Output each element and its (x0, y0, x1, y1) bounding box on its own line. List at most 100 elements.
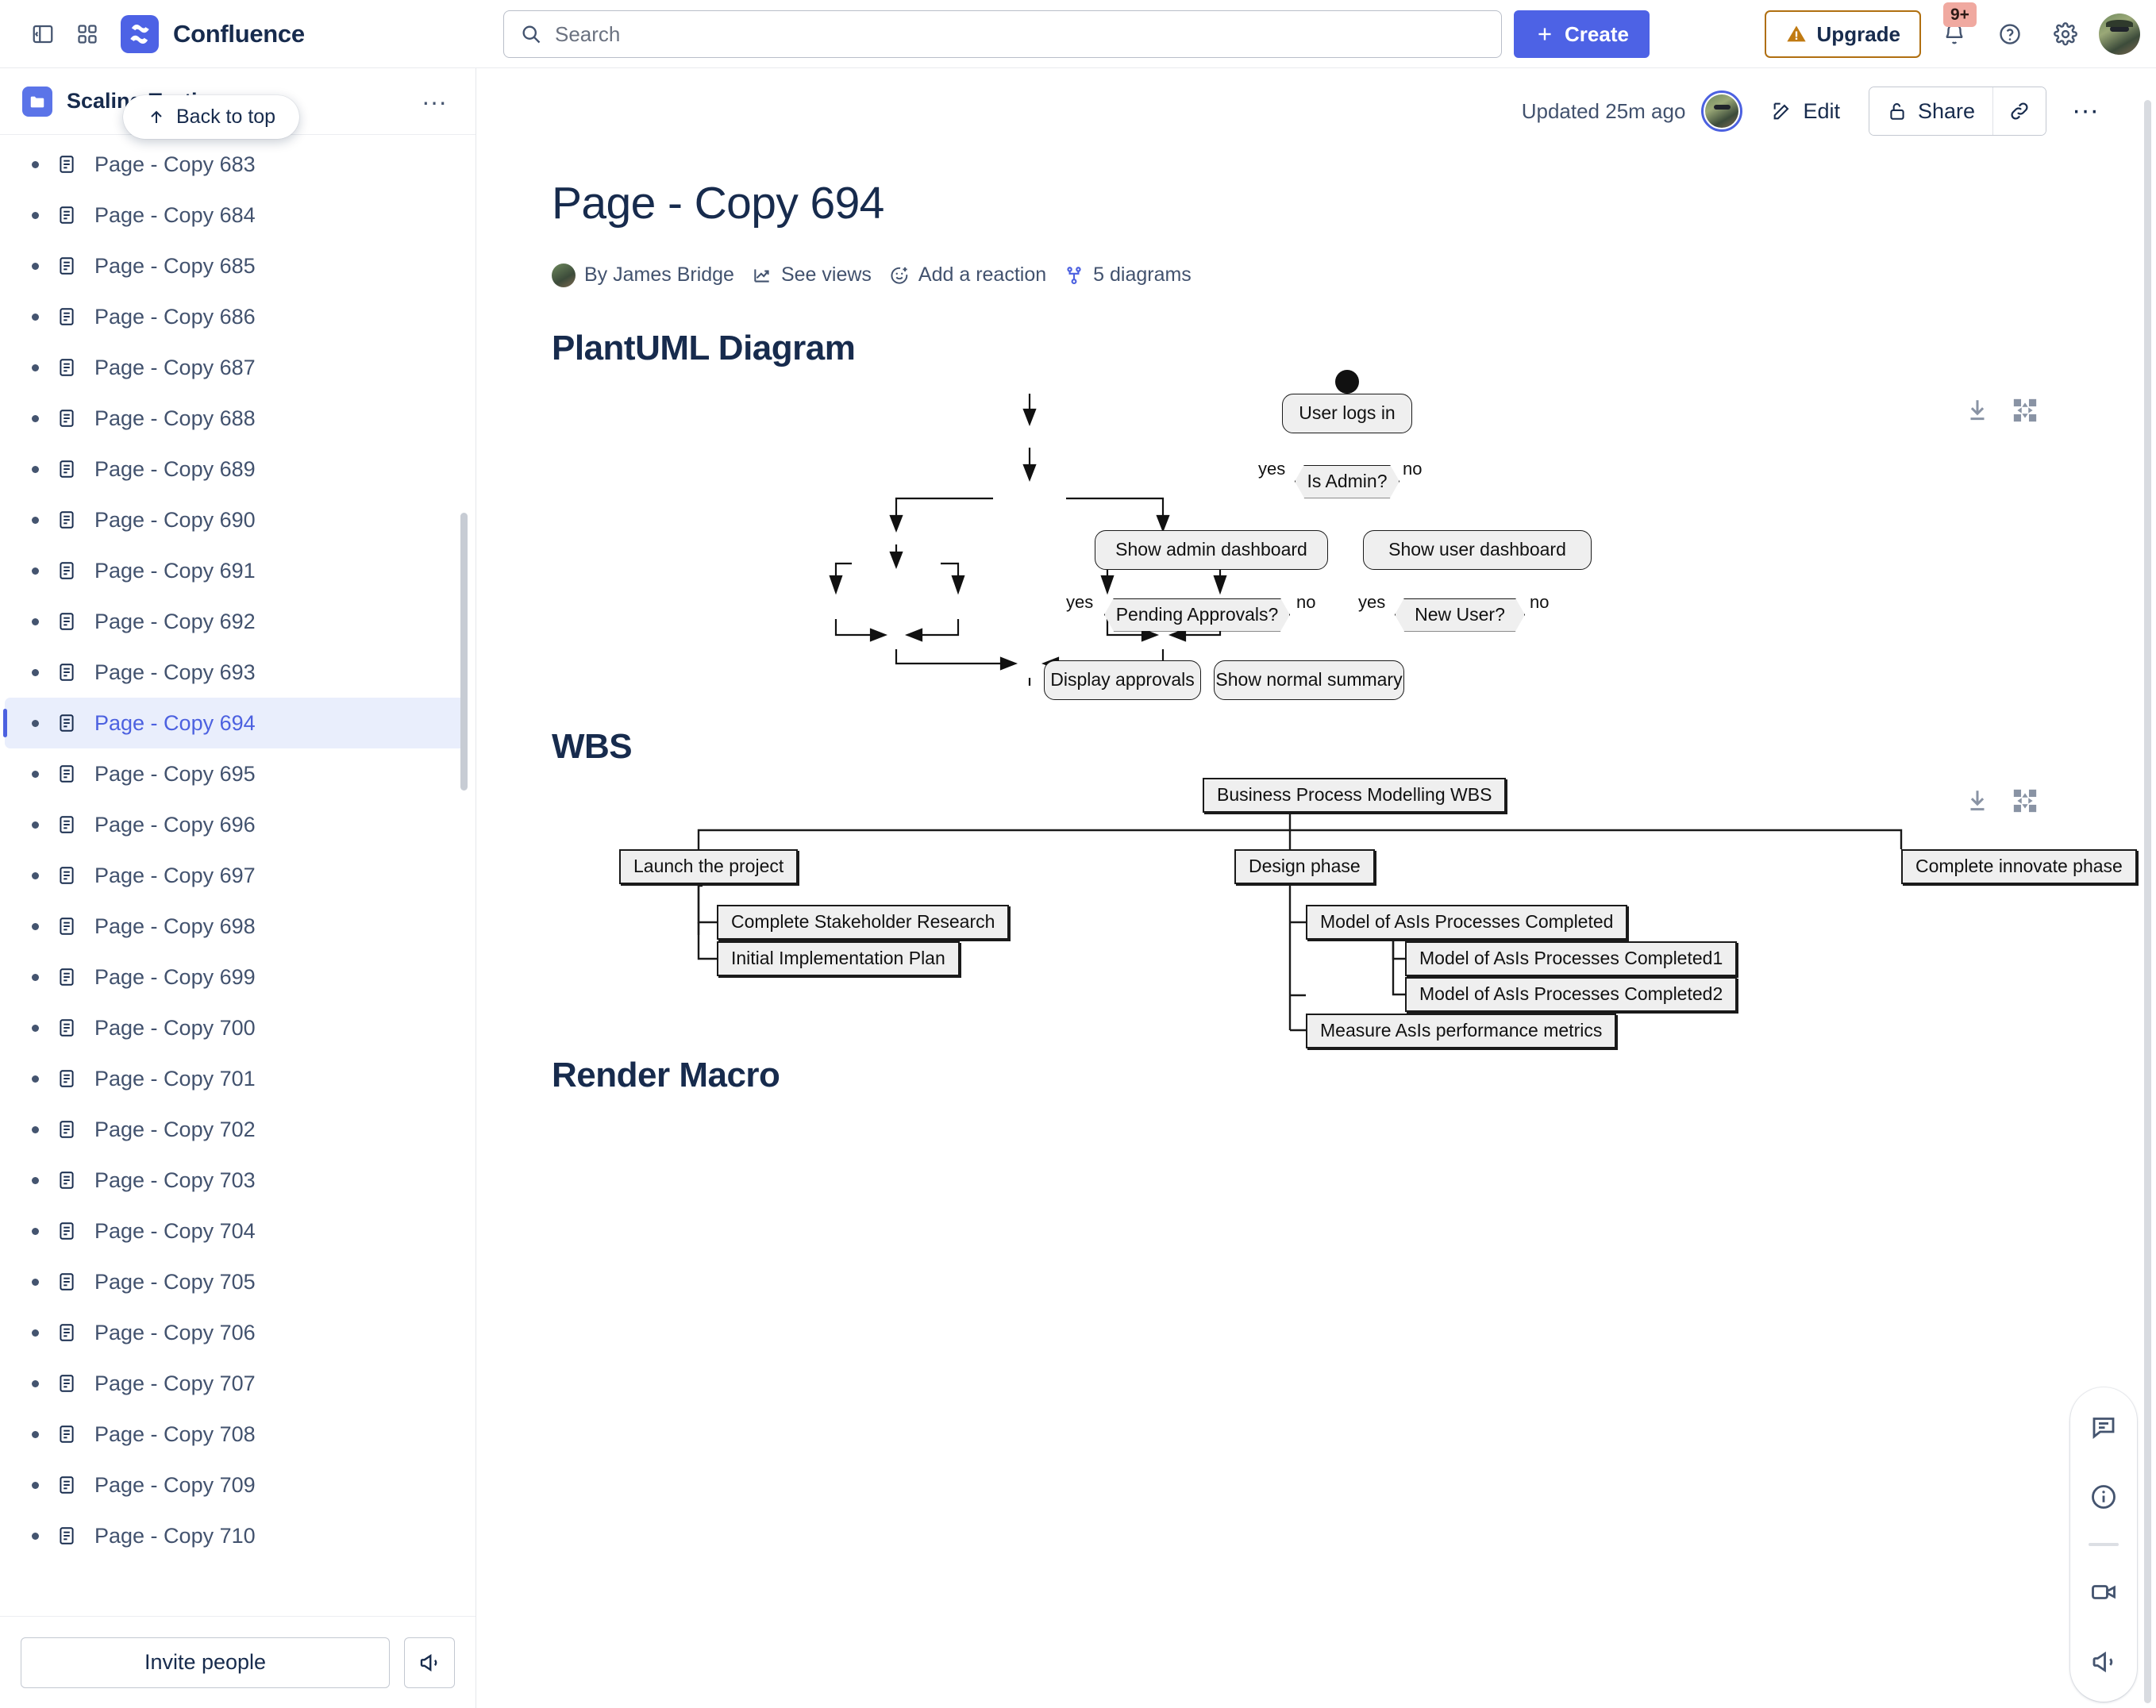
sidebar-item-page-copy-702[interactable]: Page - Copy 702 (5, 1104, 466, 1155)
plus-icon (1538, 28, 1551, 40)
page-document-icon (56, 306, 77, 327)
sidebar-item-page-copy-708[interactable]: Page - Copy 708 (5, 1409, 466, 1460)
app-switcher-button[interactable] (65, 12, 110, 56)
section-heading-plantuml: PlantUML Diagram (552, 328, 856, 367)
sidebar-item-page-copy-704[interactable]: Page - Copy 704 (5, 1206, 466, 1256)
create-button-label: Create (1565, 21, 1629, 46)
page-more-actions-button[interactable]: ··· (2072, 95, 2099, 126)
wbs-node-complete-stakeholder-research: Complete Stakeholder Research (717, 904, 1010, 940)
sidebar-item-page-copy-684[interactable]: Page - Copy 684 (5, 190, 466, 240)
page-document-icon (56, 611, 77, 632)
user-avatar[interactable] (2099, 13, 2140, 55)
sidebar-item-page-copy-706[interactable]: Page - Copy 706 (5, 1307, 466, 1358)
help-button[interactable] (1988, 12, 2032, 56)
plantuml-diagram-tools (1964, 397, 2039, 424)
page-info-button[interactable] (2080, 1473, 2127, 1521)
share-button[interactable]: Share (1869, 87, 1994, 135)
search-input[interactable]: Search (503, 10, 1502, 58)
back-to-top-button[interactable]: Back to top (123, 95, 300, 139)
sidebar-item-page-copy-692[interactable]: Page - Copy 692 (5, 596, 466, 647)
confluence-home-link[interactable]: Confluence (121, 14, 305, 53)
sidebar-scrollbar[interactable] (460, 513, 468, 791)
create-button[interactable]: Create (1514, 10, 1650, 58)
bullet-icon (32, 1176, 39, 1184)
byline-diagrams-label: 5 diagrams (1093, 264, 1192, 287)
sidebar-item-page-copy-700[interactable]: Page - Copy 700 (5, 1002, 466, 1053)
sidebar-item-page-copy-686[interactable]: Page - Copy 686 (5, 291, 466, 342)
sidebar-item-page-copy-696[interactable]: Page - Copy 696 (5, 799, 466, 850)
page-document-icon (56, 560, 77, 581)
sidebar-item-label: Page - Copy 708 (94, 1421, 256, 1446)
sidebar-item-page-copy-693[interactable]: Page - Copy 693 (5, 647, 466, 698)
emoji-add-icon (891, 267, 908, 284)
page-document-icon (56, 154, 77, 175)
pencil-edit-icon (1774, 102, 1789, 120)
bullet-icon (32, 617, 39, 625)
invite-people-button[interactable]: Invite people (21, 1637, 390, 1688)
search-icon (522, 25, 541, 44)
contributor-avatar[interactable] (1701, 90, 1743, 132)
sidebar-item-label: Page - Copy 685 (94, 253, 256, 278)
sidebar-item-label: Page - Copy 709 (94, 1472, 256, 1497)
uml-edge-label-no-2: no (1296, 591, 1316, 612)
sidebar-item-page-copy-695[interactable]: Page - Copy 695 (5, 748, 466, 799)
bullet-icon (32, 211, 39, 219)
upgrade-button[interactable]: Upgrade (1764, 10, 1921, 58)
sidebar-item-page-copy-694[interactable]: Page - Copy 694 (3, 698, 466, 748)
byline-add-reaction[interactable]: Add a reaction (889, 264, 1046, 287)
space-more-actions-button[interactable]: ··· (422, 87, 447, 116)
comments-button[interactable] (2080, 1403, 2127, 1451)
sidebar-item-page-copy-690[interactable]: Page - Copy 690 (5, 494, 466, 545)
sidebar-item-page-copy-697[interactable]: Page - Copy 697 (5, 850, 466, 901)
sidebar-item-label: Page - Copy 683 (94, 152, 256, 176)
bullet-icon (32, 871, 39, 879)
uml-node-pending-approvals: Pending Approvals? (1104, 598, 1290, 632)
sidebar-item-page-copy-685[interactable]: Page - Copy 685 (5, 240, 466, 291)
sidebar-item-page-copy-691[interactable]: Page - Copy 691 (5, 545, 466, 596)
fullscreen-expand-icon[interactable] (2012, 787, 2039, 814)
rail-button-group (2070, 1387, 2137, 1702)
video-button[interactable] (2080, 1568, 2127, 1616)
bullet-icon (32, 922, 39, 930)
page-document-icon (56, 1068, 77, 1089)
give-feedback-button[interactable] (404, 1637, 455, 1688)
wbs-diagram-canvas: Business Process Modelling WBS Launch th… (552, 767, 2156, 1052)
fullscreen-expand-icon[interactable] (2012, 397, 2039, 424)
sidebar-item-label: Page - Copy 696 (94, 812, 256, 837)
content-scrollbar[interactable] (2144, 100, 2151, 1703)
settings-button[interactable] (2043, 12, 2088, 56)
sidebar-item-page-copy-701[interactable]: Page - Copy 701 (5, 1053, 466, 1104)
byline-diagram-count[interactable]: 5 diagrams (1064, 264, 1192, 287)
sidebar-item-page-copy-698[interactable]: Page - Copy 698 (5, 901, 466, 952)
feedback-button[interactable] (2080, 1638, 2127, 1686)
sidebar-item-page-copy-703[interactable]: Page - Copy 703 (5, 1155, 466, 1206)
sidebar-item-page-copy-707[interactable]: Page - Copy 707 (5, 1358, 466, 1409)
sidebar-toggle-button[interactable] (21, 12, 65, 56)
byline-author[interactable]: By James Bridge (552, 263, 734, 287)
sidebar-item-page-copy-710[interactable]: Page - Copy 710 (5, 1510, 466, 1561)
sidebar-item-label: Page - Copy 694 (94, 710, 256, 735)
upgrade-label: Upgrade (1816, 21, 1900, 46)
link-icon (2011, 102, 2028, 120)
uml-node-show-normal-summary: Show normal summary (1214, 660, 1404, 700)
byline-author-label: By James Bridge (584, 264, 734, 287)
bullet-icon (32, 1075, 39, 1083)
sidebar-item-page-copy-688[interactable]: Page - Copy 688 (5, 393, 466, 444)
sidebar-item-page-copy-709[interactable]: Page - Copy 709 (5, 1460, 466, 1510)
wbs-diagram-tools (1964, 787, 2039, 814)
notifications-button[interactable]: 9+ (1932, 2, 1977, 56)
sidebar-item-page-copy-687[interactable]: Page - Copy 687 (5, 342, 466, 393)
byline-see-views[interactable]: See views (752, 264, 872, 287)
download-icon[interactable] (1964, 787, 1991, 814)
sidebar-item-label: Page - Copy 700 (94, 1015, 256, 1040)
edit-button[interactable]: Edit (1758, 87, 1853, 135)
bullet-icon (32, 770, 39, 778)
last-updated-label: Updated 25m ago (1521, 98, 1686, 123)
sidebar-item-page-copy-705[interactable]: Page - Copy 705 (5, 1256, 466, 1307)
sidebar-item-page-copy-683[interactable]: Page - Copy 683 (5, 139, 466, 190)
sidebar-item-page-copy-699[interactable]: Page - Copy 699 (5, 952, 466, 1002)
sidebar-item-page-copy-689[interactable]: Page - Copy 689 (5, 444, 466, 494)
download-icon[interactable] (1964, 397, 1991, 424)
copy-link-button[interactable] (1993, 87, 2046, 135)
